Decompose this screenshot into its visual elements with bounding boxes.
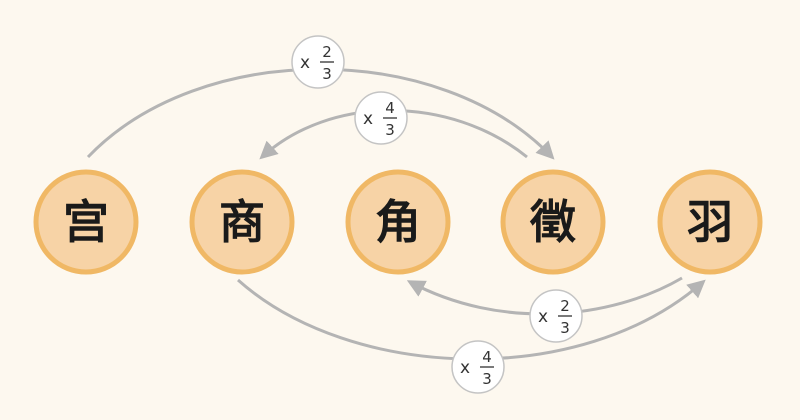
note-node-gong: 宫: [33, 169, 139, 275]
ratio-numerator: 4: [482, 348, 492, 366]
ratio-badge-zhi-shang: x 4 3: [354, 91, 408, 145]
note-label: 宫: [63, 195, 109, 249]
ratio-prefix: x: [300, 53, 310, 73]
ratio-prefix: x: [363, 109, 373, 129]
ratio-prefix: x: [538, 307, 548, 327]
note-node-zhi: 徵: [500, 169, 606, 275]
ratio-denominator: 3: [322, 65, 332, 83]
ratio-numerator: 2: [322, 43, 332, 61]
ratio-denominator: 3: [385, 121, 395, 139]
ratio-numerator: 4: [385, 99, 395, 117]
note-label: 羽: [687, 195, 733, 249]
note-node-jue: 角: [345, 169, 451, 275]
ratio-prefix: x: [460, 358, 470, 378]
ratio-denominator: 3: [560, 319, 570, 337]
note-node-yu: 羽: [657, 169, 763, 275]
ratio-denominator: 3: [482, 370, 492, 388]
note-label: 角: [375, 195, 421, 249]
ratio-numerator: 2: [560, 297, 570, 315]
note-label: 商: [219, 195, 265, 249]
note-label: 徵: [529, 195, 576, 249]
ratio-badge-gong-zhi: x 2 3: [291, 35, 345, 89]
ratio-badge-shang-yu: x 4 3: [451, 340, 505, 394]
note-node-shang: 商: [189, 169, 295, 275]
ratio-badge-yu-jue: x 2 3: [529, 289, 583, 343]
